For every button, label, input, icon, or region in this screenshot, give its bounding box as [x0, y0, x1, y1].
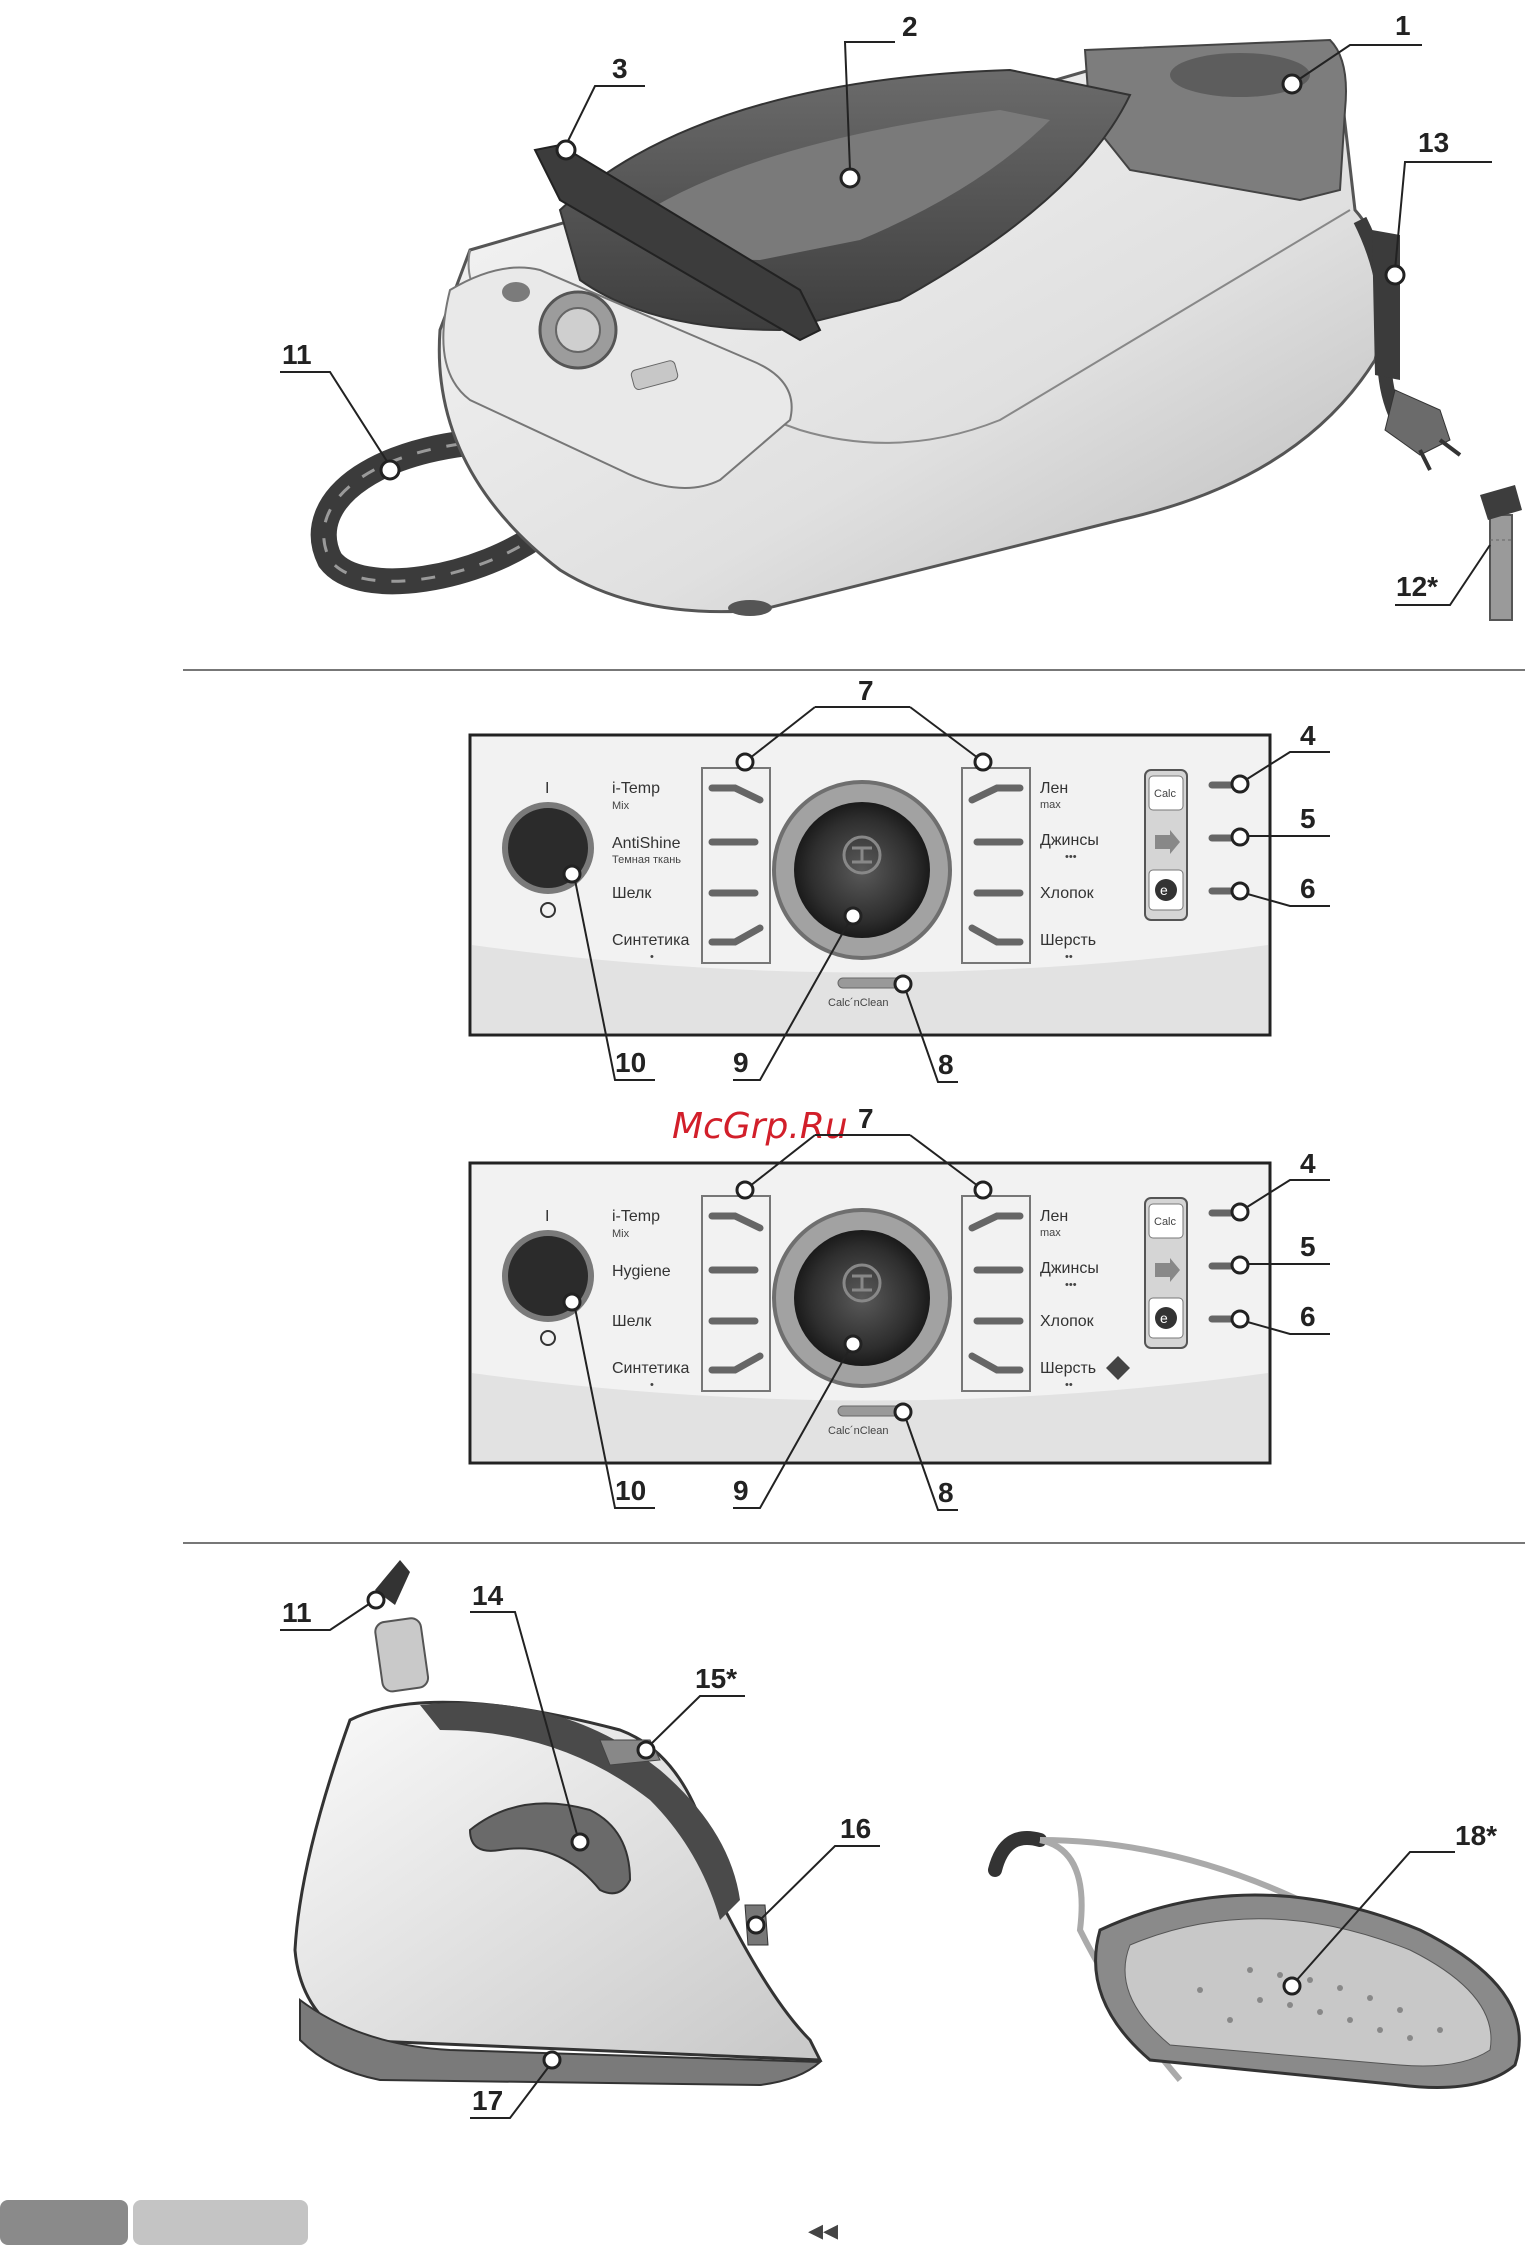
page-marker-icon: ◂◂	[808, 2213, 838, 2248]
callout-17: 17	[472, 2085, 503, 2116]
callout-10: 10	[615, 1047, 646, 1078]
fabric-label: AntiShine	[612, 835, 681, 852]
section-tab	[133, 2200, 308, 2245]
fabric-label: Хлопок	[1040, 1313, 1095, 1330]
svg-text:•••: •••	[1065, 851, 1077, 863]
svg-text:max: max	[1040, 1227, 1061, 1239]
callout-5: 5	[1300, 803, 1316, 834]
fabric-label: Лен	[1040, 1208, 1068, 1225]
svg-text:•: •	[650, 1379, 654, 1391]
callout-16: 16	[840, 1813, 871, 1844]
fabric-label: Джинсы	[1040, 832, 1099, 849]
fabric-label: Лен	[1040, 780, 1068, 797]
callout-13: 13	[1386, 127, 1492, 284]
svg-text:••: ••	[1065, 951, 1073, 963]
svg-text:e: e	[1160, 1310, 1168, 1326]
svg-text:••: ••	[1065, 1379, 1073, 1391]
fabric-label: Шелк	[612, 1313, 652, 1330]
iron-hose-connector	[374, 1617, 429, 1693]
calc-clean-label: Calc´nClean	[828, 997, 889, 1009]
page-footer: ◂◂	[0, 2200, 838, 2248]
callout-11: 11	[282, 1597, 312, 1628]
soleplate-protector-illustration	[995, 1838, 1519, 2088]
svg-text:1: 1	[1395, 10, 1411, 41]
decalcification-cartridge	[1480, 485, 1522, 620]
callout-4: 4	[1300, 1148, 1316, 1179]
callout-9: 9	[733, 1047, 749, 1078]
callout-3: 3	[557, 53, 645, 159]
callout-8: 8	[938, 1477, 954, 1508]
control-panel-2: I i-Temp Mix Hygiene Шелк Синтетика •	[470, 1163, 1270, 1463]
svg-text:11: 11	[282, 339, 312, 370]
fabric-label: Шерсть	[1040, 1360, 1096, 1377]
control-panel-1: I i-Temp Mix AntiShine Темная ткань Шелк…	[470, 735, 1270, 1035]
fabric-label: Синтетика	[612, 1360, 689, 1377]
fabric-label: Шерсть	[1040, 932, 1096, 949]
callout-15: 15*	[695, 1663, 737, 1694]
calc-indicator-label: Calc	[1154, 788, 1177, 800]
section-tab-active	[0, 2200, 128, 2245]
fabric-label: Хлопок	[1040, 885, 1095, 902]
svg-text:2: 2	[902, 11, 918, 42]
svg-text:Темная ткань: Темная ткань	[612, 854, 681, 866]
calc-clean-label: Calc´nClean	[828, 1425, 889, 1437]
power-on-symbol: I	[545, 780, 549, 797]
callout-7: 7	[858, 675, 874, 706]
svg-text:13: 13	[1418, 127, 1449, 158]
svg-text:•: •	[650, 951, 654, 963]
fabric-label: Синтетика	[612, 932, 689, 949]
svg-text:12*: 12*	[1396, 571, 1438, 602]
fabric-label: Шелк	[612, 885, 652, 902]
svg-text:18*: 18*	[1455, 1820, 1497, 1851]
callout-4: 4	[1300, 720, 1316, 751]
steam-station-illustration	[324, 40, 1460, 616]
fabric-label: i-Temp	[612, 1208, 660, 1225]
steam-iron-illustration	[295, 1560, 820, 2085]
callout-5: 5	[1300, 1231, 1316, 1262]
callout-6: 6	[1300, 873, 1316, 904]
callout-10: 10	[615, 1475, 646, 1506]
callout-9: 9	[733, 1475, 749, 1506]
callout-6: 6	[1300, 1301, 1316, 1332]
callout-12: 12*	[1395, 545, 1490, 605]
calc-indicator-label: Calc	[1154, 1216, 1177, 1228]
svg-text:max: max	[1040, 799, 1061, 811]
power-plug	[1385, 390, 1450, 455]
callout-7: 7	[858, 1103, 874, 1134]
watermark: McGrp.Ru	[672, 1106, 848, 1147]
fabric-label: Hygiene	[612, 1263, 671, 1280]
fabric-label: i-Temp	[612, 780, 660, 797]
svg-text:Mix: Mix	[612, 800, 630, 812]
svg-text:e: e	[1160, 882, 1168, 898]
callout-14: 14	[472, 1580, 504, 1611]
fabric-label: Джинсы	[1040, 1260, 1099, 1277]
svg-text:•••: •••	[1065, 1279, 1077, 1291]
svg-text:3: 3	[612, 53, 628, 84]
callout-8: 8	[938, 1049, 954, 1080]
svg-text:Mix: Mix	[612, 1228, 630, 1240]
iron-body	[295, 1702, 820, 2060]
power-on-symbol: I	[545, 1208, 549, 1225]
